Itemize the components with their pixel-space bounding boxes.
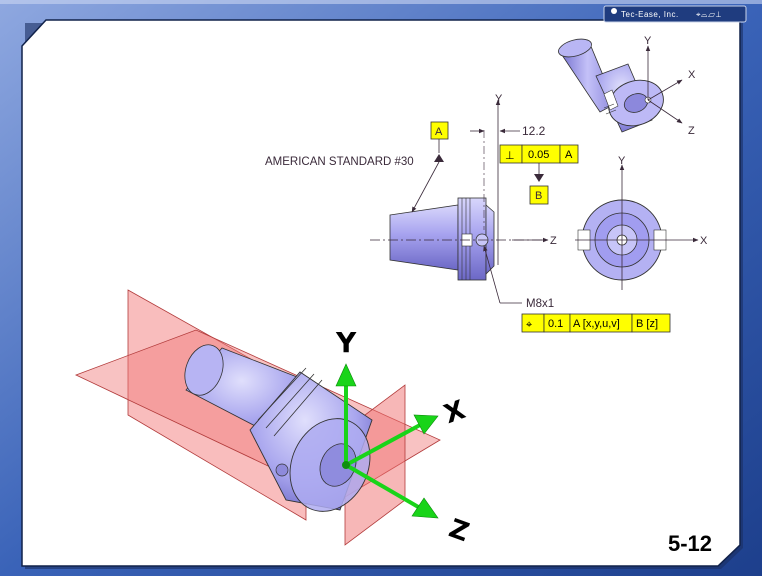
iso-view-axes: Y X Z bbox=[644, 35, 696, 137]
iso-axis-z-label: Z bbox=[688, 125, 695, 137]
dimension-value: 12.2 bbox=[522, 124, 546, 138]
position-symbol-icon: ⌖ bbox=[526, 319, 532, 331]
end-axis-x-label: X bbox=[700, 235, 708, 247]
tool-holder-3d bbox=[184, 344, 373, 512]
side-axis-y-label: Y bbox=[495, 93, 503, 105]
tec-ease-logo-icon bbox=[611, 8, 617, 14]
slide-number: 5-12 bbox=[668, 531, 712, 556]
datum-a-label: A bbox=[435, 126, 443, 138]
brand-symbols: ⌖⌓⏥⊥ bbox=[696, 10, 722, 19]
position-tolerance: 0.1 bbox=[548, 318, 563, 330]
side-axis-z-label: Z bbox=[550, 235, 557, 247]
iso-view-part bbox=[558, 38, 664, 133]
datum-b-label: B bbox=[535, 190, 542, 202]
iso-axis-x-label: X bbox=[688, 69, 696, 81]
side-view-axes: Z Y bbox=[370, 93, 557, 265]
perpendicularity-datum: A bbox=[565, 149, 573, 161]
dimension-12-2: 12.2 bbox=[470, 124, 546, 138]
perpendicularity-frame: ⊥ 0.05 A bbox=[499, 144, 579, 182]
datum-b: B bbox=[529, 185, 549, 205]
end-view-axes: X Y bbox=[575, 155, 708, 290]
thread-label: M8x1 bbox=[526, 298, 554, 310]
datum-a: A bbox=[411, 121, 449, 213]
perpendicularity-symbol: ⊥ bbox=[505, 150, 515, 162]
position-datum-primary: A [x,y,u,v] bbox=[573, 318, 620, 330]
position-datum-secondary: B [z] bbox=[636, 318, 658, 330]
perpendicularity-tolerance: 0.05 bbox=[528, 149, 549, 161]
taper-callout: AMERICAN STANDARD #30 bbox=[265, 156, 414, 168]
big-axis-y-label: Y bbox=[335, 326, 357, 359]
thread-callout: M8x1 bbox=[483, 245, 554, 310]
brand-name: Tec-Ease, Inc. bbox=[621, 10, 679, 19]
position-frame: ⌖ 0.1 A [x,y,u,v] B [z] bbox=[521, 313, 671, 333]
end-axis-y-label: Y bbox=[618, 155, 626, 167]
iso-axis-y-label: Y bbox=[644, 35, 652, 47]
brand-bar: Tec-Ease, Inc. ⌖⌓⏥⊥ bbox=[603, 5, 747, 23]
